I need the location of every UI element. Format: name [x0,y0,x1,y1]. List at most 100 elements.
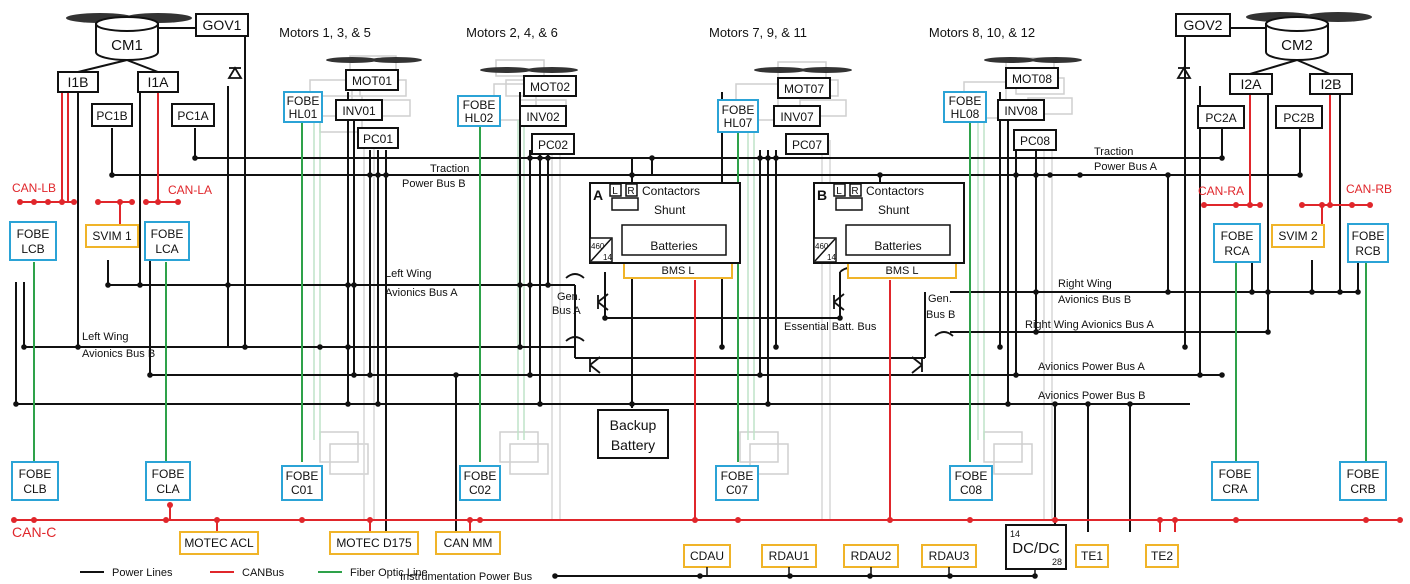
bms-b-label: BMS L [885,265,918,277]
bms-a-label: BMS L [661,265,694,277]
apb-label: Avionics Power Bus B [1038,390,1145,402]
pack-a-shunt: Shunt [654,203,686,217]
backup-label-1: Backup [610,417,657,433]
fobe-lcb-l2: LCB [21,242,44,256]
inv08-label: INV08 [1004,104,1038,118]
cm2-box: CM2 [1265,16,1329,61]
mot08-label: MOT08 [1012,72,1052,86]
pc1b-label: PC1B [96,109,127,123]
yellow-boxes [85,224,1325,568]
can-mm-label: CAN MM [444,536,493,550]
gov2-label: GOV2 [1184,17,1223,33]
pc01-label: PC01 [363,132,393,146]
header-motors-81012: Motors 8, 10, & 12 [929,25,1035,40]
genb-l1: Gen. [928,293,952,305]
pack-a-batteries: Batteries [650,239,697,253]
pack-b-contactors: Contactors [866,184,924,198]
instr-drops [706,567,1036,576]
pack-b-r: R [851,186,858,197]
fobe-c07-l2: C07 [726,483,748,497]
fobe-c08-l2: C08 [960,483,982,497]
cm1-label: CM1 [111,37,143,54]
header-motors-135: Motors 1, 3, & 5 [279,25,371,40]
fobe-hl07-l1: FOBE [722,103,755,117]
traction-b-l2: Power Bus B [402,178,466,190]
inv01-label: INV01 [342,104,376,118]
fobe-hl01-l2: HL01 [289,107,318,121]
ess-label: Essential Batt. Bus [784,321,877,333]
fobe-c02-l2: C02 [469,483,491,497]
battery-pack-b: B L R Contactors Shunt Batteries 460 14 [813,182,965,264]
traction-b-l1: Traction [430,163,469,175]
dcdc-out: 28 [1052,557,1062,567]
inv07-label: INV07 [780,110,814,124]
black-box-labels: GOV1 I1B I1A PC1B PC1A GOV2 I2A I2B PC2A… [67,17,1341,567]
can-lines [14,92,1400,532]
dcdc-in: 14 [1010,529,1020,539]
power-verticals [15,28,1359,532]
bus-labels: Traction Power Bus B Traction Power Bus … [82,146,1158,583]
fobe-crb-l2: CRB [1350,482,1375,496]
legend: Power Lines CANBus Fiber Optic Line [80,567,428,579]
fobe-c01-l1: FOBE [286,469,319,483]
can-dots [11,199,1403,523]
pc07-label: PC07 [792,138,822,152]
i2b-label: I2B [1320,76,1341,92]
header-motors-246: Motors 2, 4, & 6 [466,25,558,40]
legend-fiber-label: Fiber Optic Line [350,567,428,579]
fobe-hl02-l2: HL02 [465,111,494,125]
svim2-label: SVIM 2 [1278,229,1318,243]
fobe-clb-l2: CLB [23,482,46,496]
fiber-lines [33,122,1367,462]
can-lb-label: CAN-LB [12,181,56,195]
fobe-cra-l2: CRA [1222,482,1247,496]
i1a-label: I1A [147,74,169,90]
fobe-c08-l1: FOBE [955,469,988,483]
fobe-hl07-l2: HL07 [724,116,753,130]
fobe-hl01-l1: FOBE [287,94,320,108]
pack-b-n1: 460 [815,242,829,251]
legend-can-label: CANBus [242,567,285,579]
fobe-rcb-l1: FOBE [1352,229,1385,243]
pack-a-n1: 460 [591,242,605,251]
dcdc-label: DC/DC [1012,540,1060,557]
fobe-boxes [9,91,1389,501]
fobe-cra-l1: FOBE [1219,467,1252,481]
fobe-rca-l2: RCA [1224,244,1249,258]
lwa-l1: Left Wing [385,268,431,280]
can-c-label: CAN-C [12,524,56,540]
can-rb-label: CAN-RB [1346,182,1392,196]
i1b-label: I1B [67,74,88,90]
pack-a-r: R [627,186,634,197]
fobe-clb-l1: FOBE [19,467,52,481]
motec-d175-label: MOTEC D175 [336,536,412,550]
fobe-c01-l2: C01 [291,483,313,497]
traction-a-l2: Power Bus A [1094,161,1158,173]
lwa-l2: Avionics Bus A [385,287,458,299]
can-ra-label: CAN-RA [1198,184,1244,198]
gena-l2: Bus A [552,305,581,317]
cm2-label: CM2 [1281,37,1313,54]
fobe-rca-l1: FOBE [1221,229,1254,243]
fobe-hl08-l2: HL08 [951,107,980,121]
pack-b-shunt: Shunt [878,203,910,217]
mot01-label: MOT01 [352,74,392,88]
pc1a-label: PC1A [177,109,208,123]
apa-label: Avionics Power Bus A [1038,361,1145,373]
fobe-cla-l2: CLA [156,482,179,496]
rdau2-label: RDAU2 [851,549,892,563]
battery-pack-a: A L R Contactors Shunt Batteries 460 14 [589,182,741,264]
genb-l2: Bus B [926,309,955,321]
fobe-rcb-l2: RCB [1355,244,1380,258]
lwb-l1: Left Wing [82,331,128,343]
power-buses [16,157,1358,577]
pack-a-contactors: Contactors [642,184,700,198]
lwb-l2: Avionics Bus B [82,348,155,360]
i2a-label: I2A [1240,76,1262,92]
pack-a-n2: 14 [603,253,612,262]
rwb-l1: Right Wing [1058,278,1112,290]
pc2b-label: PC2B [1283,111,1314,125]
cm-links [77,27,1331,75]
fobe-labels: FOBE HL01 FOBE HL02 FOBE HL07 FOBE HL08 … [17,94,1385,497]
